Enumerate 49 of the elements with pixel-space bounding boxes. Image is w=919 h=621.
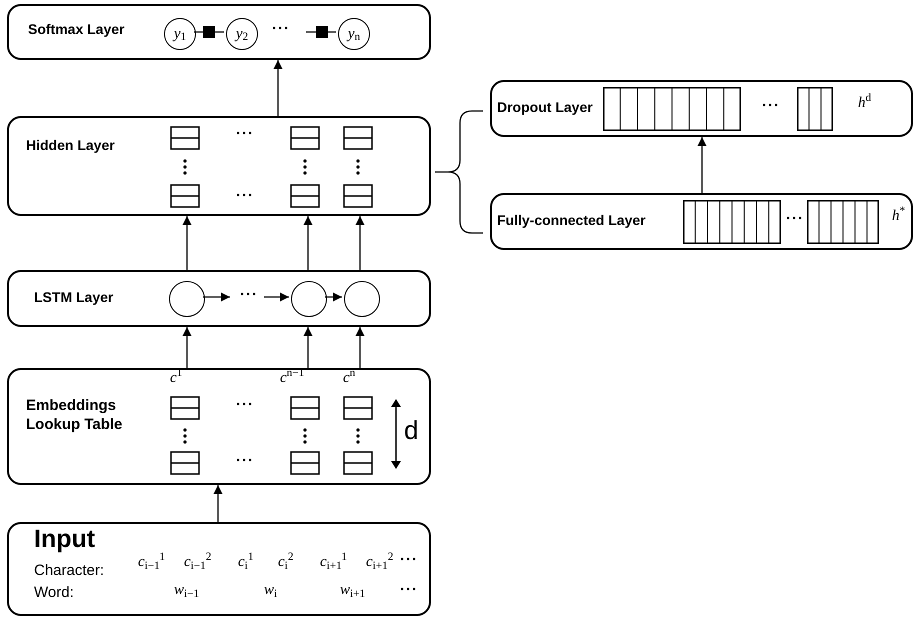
layer-title: Fully-connected Layer — [497, 212, 646, 230]
layer-title: LSTM Layer — [34, 289, 114, 306]
factor-connector — [306, 31, 336, 33]
arrow — [182, 216, 192, 270]
math-symbol: w$_{i−1}$ — [174, 583, 200, 598]
layer-box — [490, 193, 913, 250]
math-symbol: w$_{i}$ — [264, 583, 278, 598]
math-symbol: y$_{n}$ — [348, 26, 360, 42]
ellipsis: ··· — [240, 287, 258, 302]
arrow — [356, 327, 364, 368]
layer-box — [7, 270, 431, 327]
arrow — [325, 292, 342, 302]
layer-title: Softmax Layer — [28, 21, 124, 38]
arrow — [214, 485, 222, 522]
layer-title: Hidden Layer — [26, 137, 115, 154]
ellipsis: ··· — [236, 126, 254, 141]
arrow — [698, 137, 706, 193]
arrow — [304, 216, 312, 270]
ellipsis: ··· — [400, 552, 418, 567]
factor-connector — [194, 31, 224, 33]
ellipsis: ··· — [400, 582, 418, 597]
row-label: Word: — [34, 585, 74, 600]
input-title: Input — [34, 527, 96, 552]
arrow — [304, 327, 312, 368]
math-symbol: y$_{2}$ — [236, 26, 248, 42]
layer-box — [490, 80, 913, 137]
arrow — [274, 60, 282, 116]
row-label: Character: — [34, 563, 104, 578]
layer-title: Dropout Layer — [497, 99, 593, 116]
dimension-label: d — [404, 417, 418, 443]
ellipsis: ··· — [762, 98, 780, 113]
ellipsis: ··· — [236, 188, 254, 203]
layer-title: Embeddings Lookup Table — [26, 397, 124, 434]
layer-box — [7, 368, 431, 485]
layer-box — [7, 4, 431, 60]
arrow — [182, 327, 192, 368]
ellipsis: ··· — [786, 211, 804, 226]
ellipsis: ··· — [272, 21, 290, 36]
ellipsis: ··· — [236, 397, 254, 412]
arrow — [264, 292, 289, 302]
math-symbol: c$^{n}$ — [343, 371, 356, 386]
arrow — [356, 216, 364, 270]
math-symbol: y$_{1}$ — [174, 26, 186, 42]
arrow — [203, 292, 230, 302]
layer-box — [7, 522, 431, 616]
layer-box — [7, 116, 431, 216]
math-symbol: w$_{i+1}$ — [340, 583, 366, 598]
math-symbol: h$^{*}$ — [892, 209, 906, 224]
ellipsis: ··· — [236, 453, 254, 468]
